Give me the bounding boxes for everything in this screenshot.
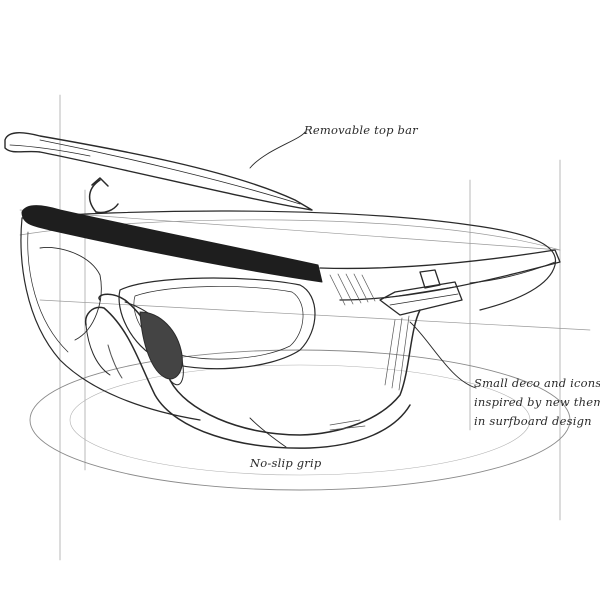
temple-hinge: [319, 249, 561, 316]
annotation-no-slip-grip: No-slip grip: [250, 456, 322, 470]
up-arrow-icon: [88, 177, 119, 214]
annotation-removable-top-bar: Removable top bar: [304, 123, 418, 137]
annotation-deco-line-3: in surfboard design: [474, 414, 592, 428]
leader-lines: [249, 131, 477, 448]
annotation-deco-line-1: Small deco and icons: [474, 376, 600, 390]
lens-shield: [20, 210, 557, 421]
frame-hatching: [329, 273, 410, 431]
lower-frame: [84, 293, 421, 449]
dark-top-band: [21, 205, 323, 283]
nose-pad: [107, 311, 183, 380]
annotation-deco: Small deco and icons inspired by new the…: [474, 374, 600, 431]
removable-top-bar: [4, 132, 313, 211]
annotation-deco-line-2: inspired by new themes: [474, 395, 600, 409]
ground-ellipse-inner: [69, 364, 531, 476]
